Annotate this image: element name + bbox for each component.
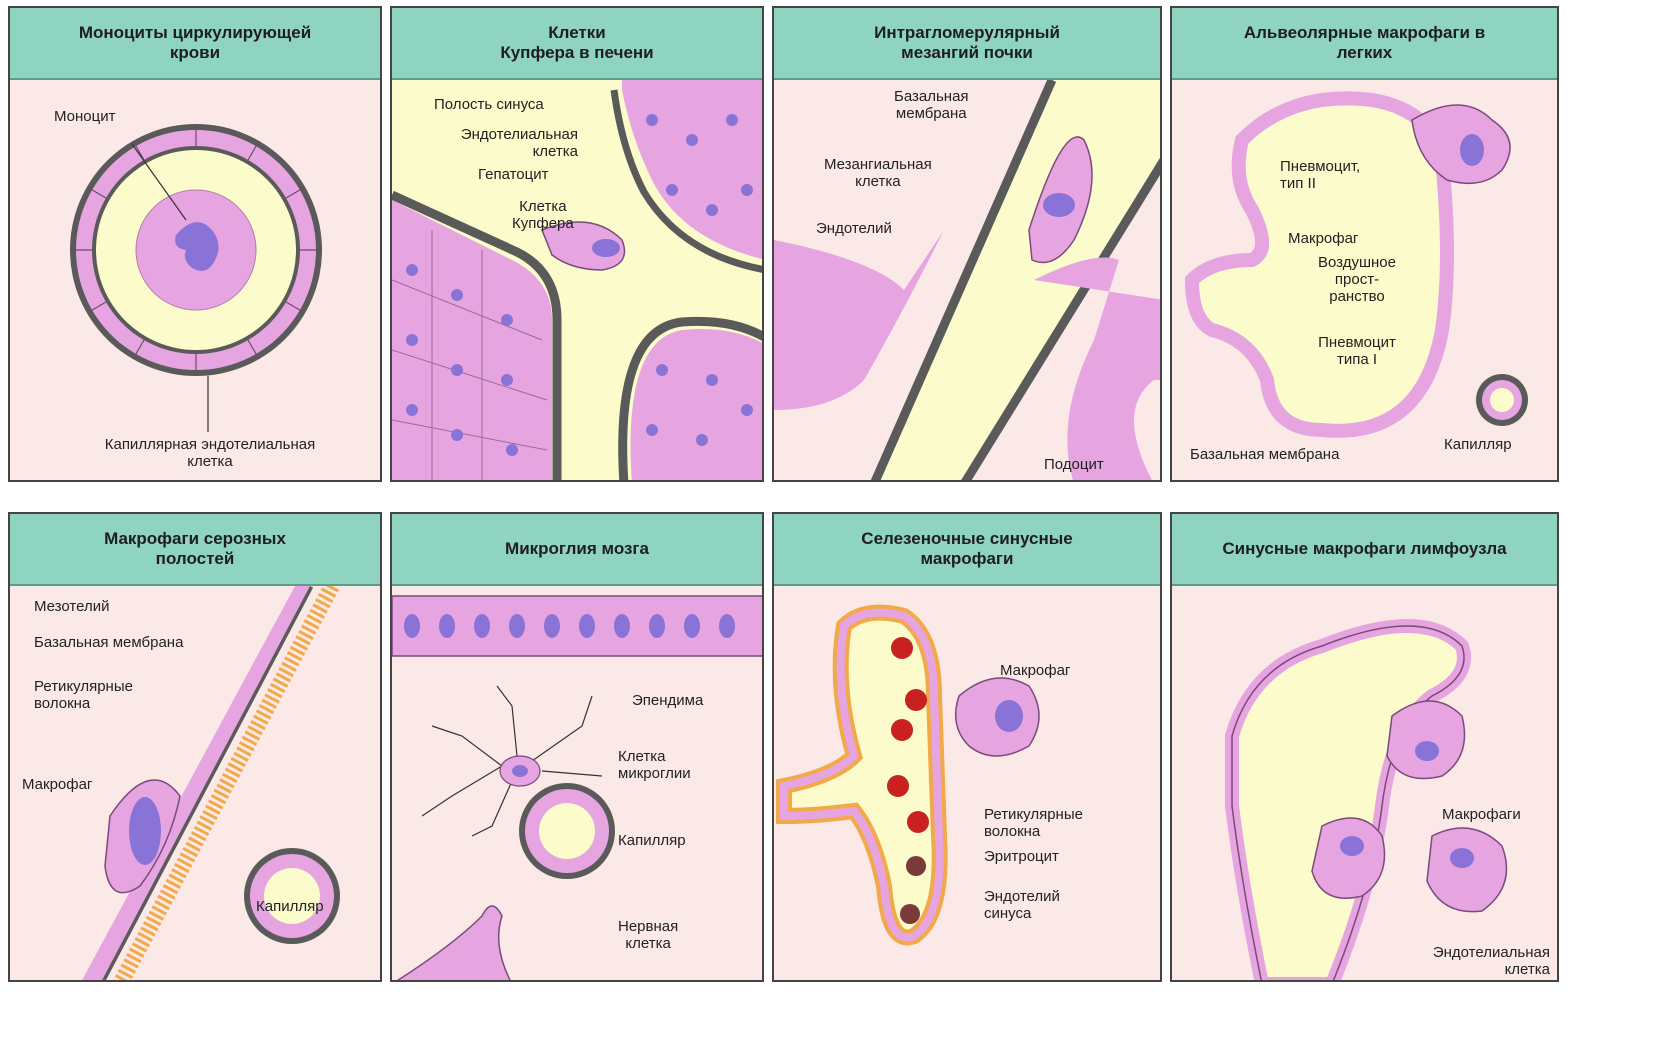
brain-microglia-illustration xyxy=(392,586,764,982)
label-mesothelium: Мезотелий xyxy=(34,598,109,615)
label-hepatocyte: Гепатоцит xyxy=(478,166,548,183)
label-mesangial-cell: Мезангиальная клетка xyxy=(824,156,932,190)
panel-title: Альвеолярные макрофаги в легких xyxy=(1172,8,1557,80)
label-capillary: Капилляр xyxy=(1444,436,1512,453)
panel-title: Микроглия мозга xyxy=(392,514,762,586)
panel-serous-macrophages: Макрофаги серозных полостей Мезотелий Ба… xyxy=(8,512,382,982)
panel-brain-microglia: Микроглия мозга Эпендима Клетка микрогли… xyxy=(390,512,764,982)
label-endothelial-cell: Эндотелиальная клетка xyxy=(1382,944,1550,978)
panel-lymph-node-macrophages: Синусные макрофаги лимфоузла Макрофаги Э… xyxy=(1170,512,1559,982)
panel-title: Макрофаги серозных полостей xyxy=(10,514,380,586)
label-reticular-fibers: Ретикулярные волокна xyxy=(34,678,133,712)
label-capillary-endothelial-cell: Капиллярная эндотелиальная клетка xyxy=(60,436,360,470)
label-basal-membrane: Базальная мембрана xyxy=(894,88,969,122)
label-monocyte: Моноцит xyxy=(54,108,115,125)
label-macrophages: Макрофаги xyxy=(1442,806,1521,823)
panel-kidney-mesangium: Интрагломерулярный мезангий почки Базаль… xyxy=(772,6,1162,482)
blood-capillary-illustration xyxy=(10,80,382,482)
label-nerve-cell: Нервная клетка xyxy=(618,918,678,952)
label-macrophage: Макрофаг xyxy=(22,776,92,793)
panel-kupffer-cells: Клетки Купфера в печени Полость синус xyxy=(390,6,764,482)
label-reticular-fibers: Ретикулярные волокна xyxy=(984,806,1083,840)
label-pneumocyte-type-2: Пневмоцит, тип II xyxy=(1280,158,1360,192)
label-air-space: Воздушное прост- ранство xyxy=(1302,254,1412,305)
label-podocyte: Подоцит xyxy=(1044,456,1104,473)
label-pneumocyte-type-1: Пневмоцит типа I xyxy=(1302,334,1412,368)
lymph-node-sinus-illustration xyxy=(1172,586,1559,982)
label-sinus-endothelium: Эндотелий синуса xyxy=(984,888,1060,922)
label-capillary: Капилляр xyxy=(618,832,686,849)
label-basal-membrane: Базальная мембрана xyxy=(34,634,183,651)
label-endothelial-cell: Эндотелиальная клетка xyxy=(410,126,578,160)
panel-splenic-sinus-macrophages: Селезеночные синусные макрофаги Макрофаг… xyxy=(772,512,1162,982)
label-macrophage: Макрофаг xyxy=(1000,662,1070,679)
label-ependyma: Эпендима xyxy=(632,692,703,709)
label-sinus-cavity: Полость синуса xyxy=(434,96,544,113)
label-macrophage: Макрофаг xyxy=(1288,230,1358,247)
glomerulus-illustration xyxy=(774,80,1162,482)
label-basal-membrane: Базальная мембрана xyxy=(1190,446,1339,463)
label-capillary: Капилляр xyxy=(256,898,324,915)
panel-alveolar-macrophages: Альвеолярные макрофаги в легких Пневмоци… xyxy=(1170,6,1559,482)
panel-title: Селезеночные синусные макрофаги xyxy=(774,514,1160,586)
panel-title: Моноциты циркулирующей крови xyxy=(10,8,380,80)
panel-blood-monocytes: Моноциты циркулирующей крови Моноцит Кап… xyxy=(8,6,382,482)
label-microglia-cell: Клетка микроглии xyxy=(618,748,691,782)
label-kupffer-cell: Клетка Купфера xyxy=(512,198,574,232)
spleen-sinus-illustration xyxy=(774,586,1162,982)
label-endothelium: Эндотелий xyxy=(816,220,892,237)
panel-title: Интрагломерулярный мезангий почки xyxy=(774,8,1160,80)
panel-title: Синусные макрофаги лимфоузла xyxy=(1172,514,1557,586)
panel-title: Клетки Купфера в печени xyxy=(392,8,762,80)
label-erythrocyte: Эритроцит xyxy=(984,848,1059,865)
